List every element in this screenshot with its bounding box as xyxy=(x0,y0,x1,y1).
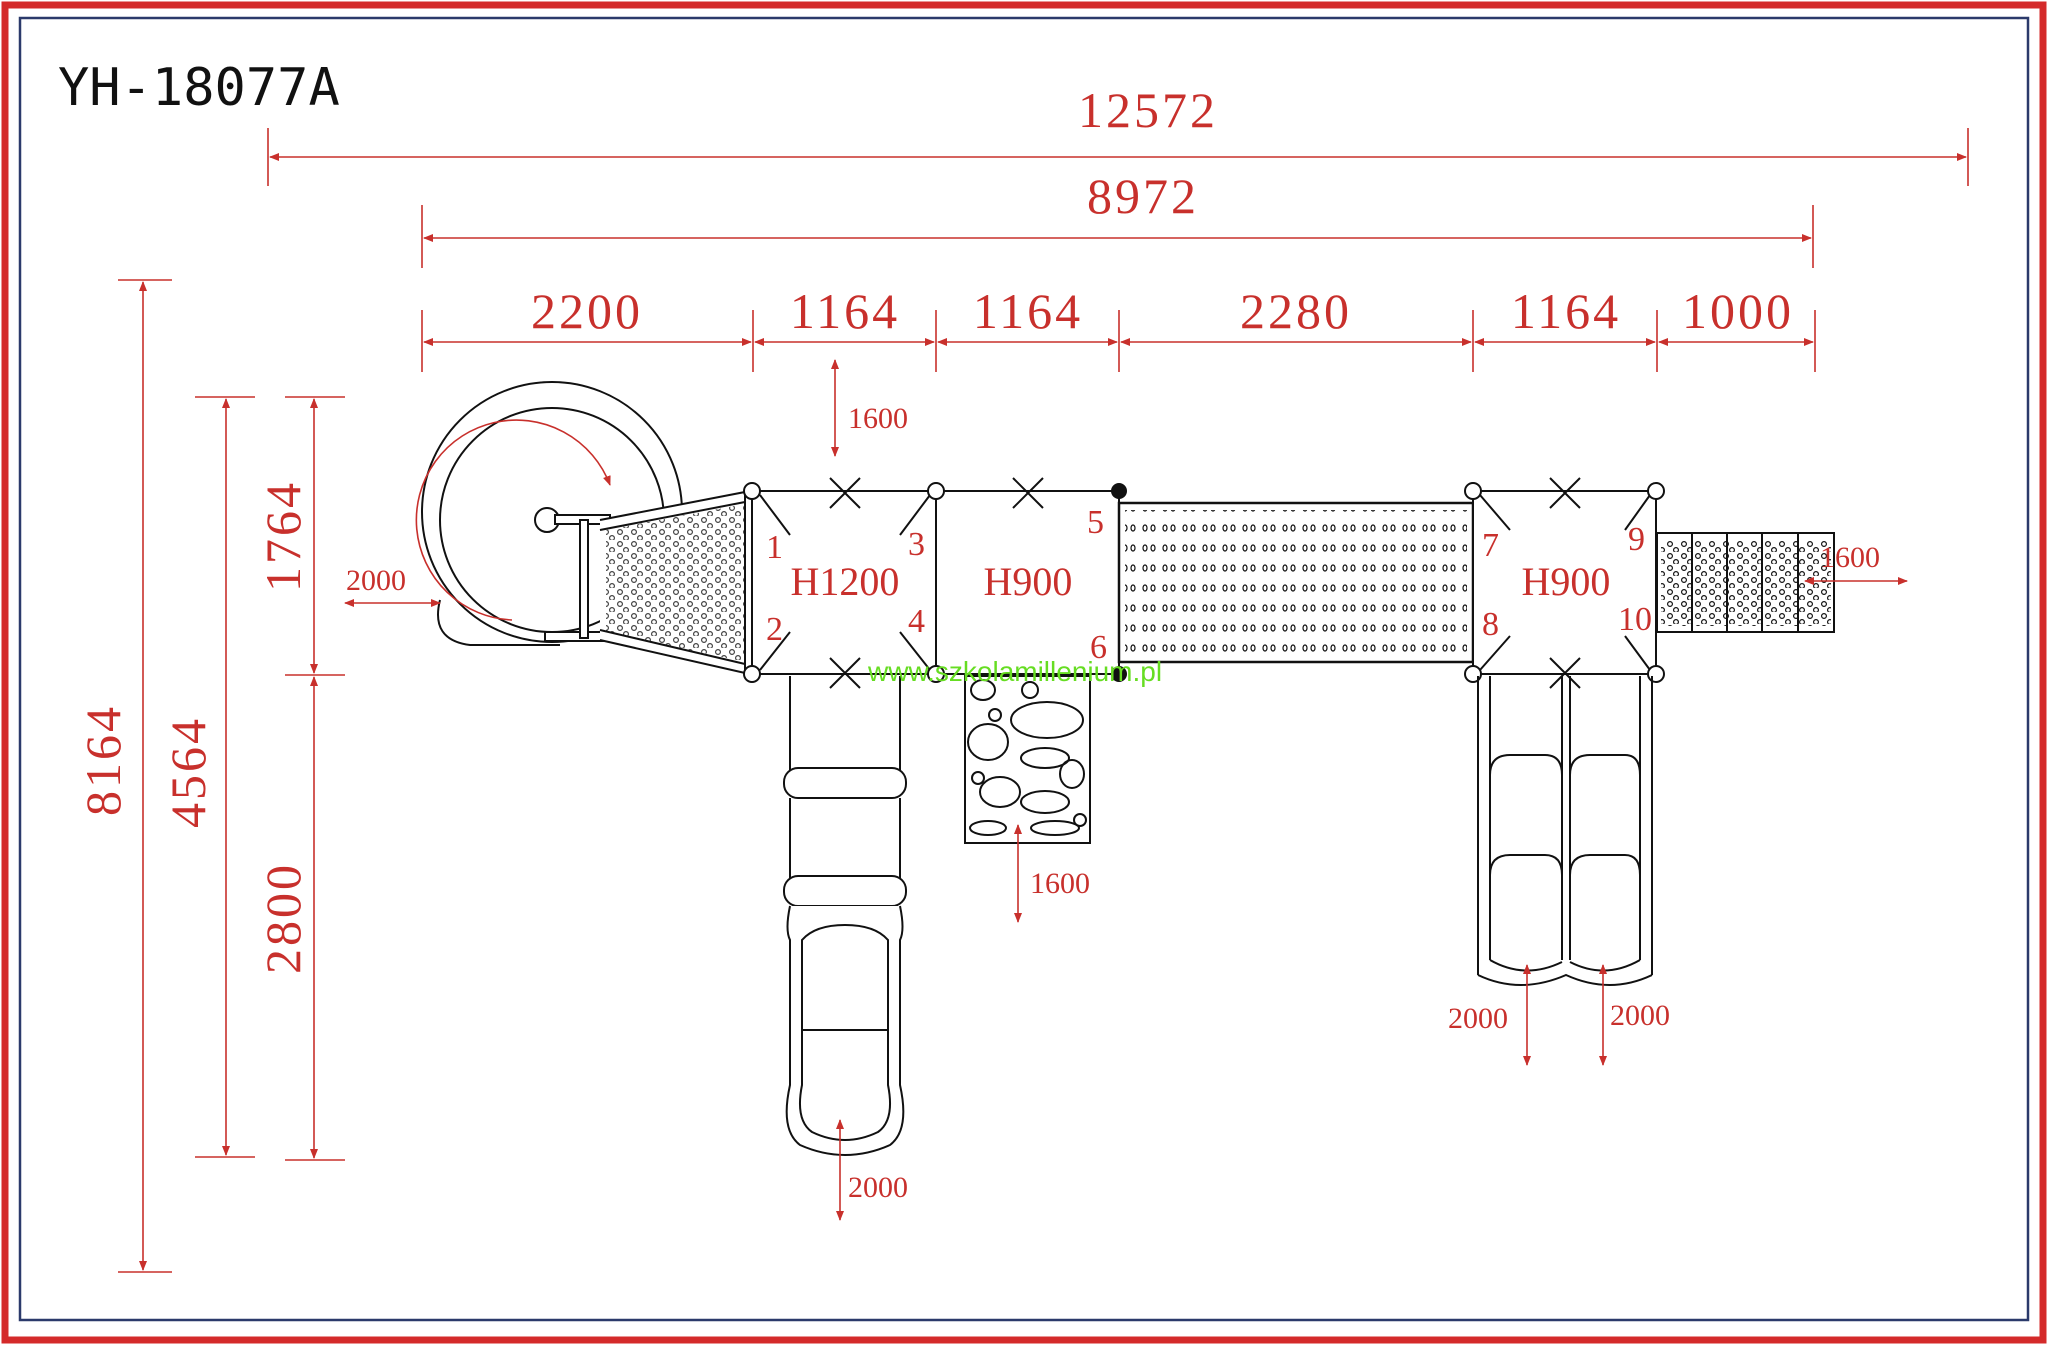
svg-text:2000: 2000 xyxy=(1448,1002,1508,1035)
post-numbers: 1 2 3 4 5 6 7 8 9 10 xyxy=(766,504,1652,666)
svg-text:2000: 2000 xyxy=(346,564,406,597)
segment-dim: 2280 xyxy=(1240,283,1352,339)
svg-text:1: 1 xyxy=(766,529,783,566)
clearance-dimensions: 1600 2000 1600 2000 2000 2000 1600 xyxy=(344,359,1908,1221)
dimension-total-width: 12572 xyxy=(267,82,1969,186)
drawing-title: YH-18077A xyxy=(58,58,340,118)
svg-text:H900: H900 xyxy=(1522,559,1611,604)
svg-text:2: 2 xyxy=(766,611,783,648)
segment-dim: 1164 xyxy=(973,283,1083,339)
segment-dim: 2200 xyxy=(531,283,643,339)
svg-text:8164: 8164 xyxy=(75,704,131,816)
svg-text:10: 10 xyxy=(1618,601,1652,638)
vertical-dimensions: 8164 4564 1764 2800 xyxy=(75,279,345,1273)
svg-text:H900: H900 xyxy=(984,559,1073,604)
svg-text:3: 3 xyxy=(908,526,925,563)
spiral-slide xyxy=(415,381,746,675)
platform-h900-right: H900 xyxy=(1472,477,1657,689)
segment-dim: 1164 xyxy=(790,283,900,339)
segment-dimensions: 2200 1164 1164 2280 1164 1000 xyxy=(421,283,1816,372)
inner-border xyxy=(18,16,2030,1322)
svg-text:9: 9 xyxy=(1628,521,1645,558)
svg-text:8972: 8972 xyxy=(1087,168,1199,224)
dimension-platform-width: 8972 xyxy=(421,168,1814,268)
svg-text:2800: 2800 xyxy=(255,862,311,974)
svg-text:7: 7 xyxy=(1482,527,1499,564)
svg-text:H1200: H1200 xyxy=(791,559,900,604)
segment-dim: 1164 xyxy=(1511,283,1621,339)
svg-text:1764: 1764 xyxy=(255,480,311,592)
double-slide xyxy=(1477,676,1653,986)
svg-text:4564: 4564 xyxy=(160,716,216,828)
posts xyxy=(743,482,1665,683)
svg-text:1600: 1600 xyxy=(848,402,908,435)
svg-text:6: 6 xyxy=(1090,629,1107,666)
watermark: www.szkolamillenium.pl xyxy=(867,656,1162,687)
perforated-bridge xyxy=(1117,501,1475,664)
svg-text:2000: 2000 xyxy=(1610,999,1670,1032)
svg-text:8: 8 xyxy=(1482,606,1499,643)
step-ladder xyxy=(1656,532,1835,633)
svg-text:1600: 1600 xyxy=(1030,867,1090,900)
platform-h900-middle: H900 xyxy=(935,477,1120,675)
svg-text:2000: 2000 xyxy=(848,1171,908,1204)
segment-dim: 1000 xyxy=(1682,283,1794,339)
svg-text:5: 5 xyxy=(1087,504,1104,541)
svg-text:4: 4 xyxy=(908,603,925,640)
svg-text:1600: 1600 xyxy=(1820,541,1880,574)
climbing-wall xyxy=(964,675,1091,844)
svg-text:12572: 12572 xyxy=(1078,82,1218,138)
straight-slide xyxy=(783,676,907,1156)
platform-h1200: H1200 xyxy=(751,477,937,689)
